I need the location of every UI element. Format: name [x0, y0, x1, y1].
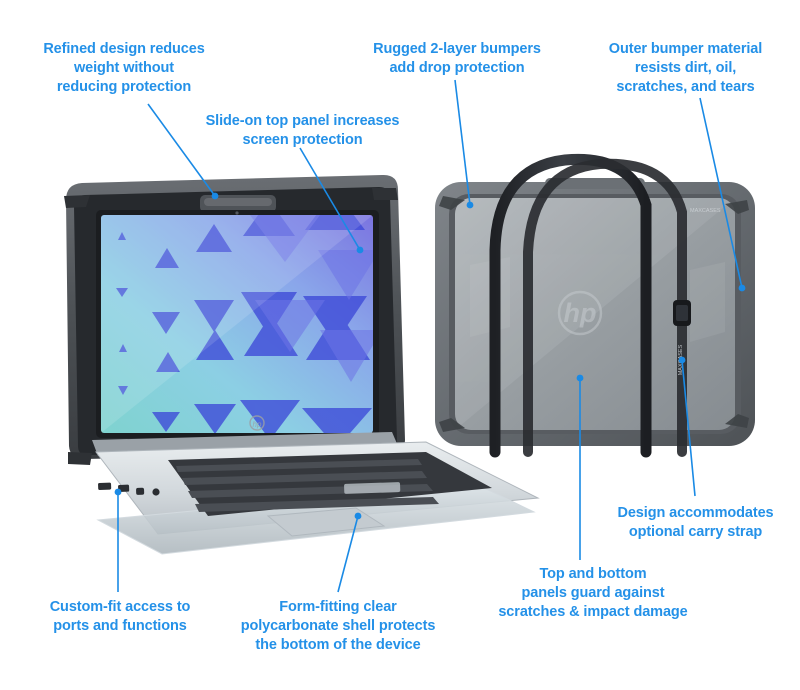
callout-line: weight without: [73, 60, 175, 77]
callout-slide-on-panel: Slide-on top panel increases screen prot…: [175, 112, 430, 150]
callout-polycarbonate: Form-fitting clear polycarbonate shell p…: [212, 598, 464, 655]
callout-rugged-bumpers: Rugged 2-layer bumpers add drop protecti…: [352, 40, 562, 78]
callout-line: screen protection: [242, 132, 363, 149]
callout-line: panels guard against: [521, 585, 665, 602]
callout-line: scratches, and tears: [616, 79, 755, 96]
speaker-grill: [344, 482, 401, 494]
callout-line: optional carry strap: [628, 524, 763, 541]
callout-line: scratches & impact damage: [498, 604, 688, 621]
callout-line: Form-fitting clear: [279, 599, 397, 615]
callout-carry-strap: Design accommodates optional carry strap: [598, 504, 793, 542]
callout-line: Outer bumper material: [608, 41, 763, 57]
callout-line: Rugged 2-layer bumpers: [373, 41, 541, 57]
callout-line: Slide-on top panel increases: [205, 113, 400, 129]
case-top-ridge: [545, 178, 645, 189]
callout-line: the bottom of the device: [255, 637, 421, 654]
callout-port-access: Custom-fit access to ports and functions: [20, 598, 220, 636]
callout-line: Top and bottom: [539, 566, 647, 582]
callout-line: reducing protection: [56, 79, 192, 96]
callout-refined-design: Refined design reduces weight without re…: [14, 40, 234, 97]
carry-strap-back-loop: [523, 158, 687, 457]
maxcases-logo-panel: MAXCASES: [690, 208, 721, 214]
slide-on-top-panel[interactable]: [200, 195, 276, 212]
carry-strap[interactable]: [489, 153, 652, 458]
laptop-screen: [101, 215, 373, 433]
case-illustration: hp MAXCASES MAXCASES: [435, 153, 755, 458]
laptop-keyboard[interactable]: [168, 452, 492, 516]
svg-text:hp: hp: [253, 420, 262, 429]
maxcases-logo-strap: MAXCASES: [678, 344, 684, 375]
callout-line: Design accommodates: [617, 505, 774, 521]
callout-line: polycarbonate shell protects: [240, 618, 436, 635]
webcam-icon: [235, 211, 239, 215]
svg-text:hp: hp: [564, 298, 597, 328]
callout-line: ports and functions: [53, 618, 187, 635]
laptop-illustration: hp: [64, 174, 540, 555]
callout-outer-bumper: Outer bumper material resists dirt, oil,…: [583, 40, 788, 97]
callout-line: Refined design reduces: [43, 41, 205, 57]
hp-logo-screen-bezel: hp: [249, 415, 265, 431]
callout-line: add drop protection: [389, 60, 525, 77]
screen-wallpaper-triangles: [101, 215, 373, 433]
callout-top-bottom-panels: Top and bottom panels guard against scra…: [462, 565, 724, 622]
callout-line: resists dirt, oil,: [634, 60, 737, 77]
callout-line: Custom-fit access to: [49, 599, 191, 615]
hp-logo-case: hp: [557, 290, 603, 336]
